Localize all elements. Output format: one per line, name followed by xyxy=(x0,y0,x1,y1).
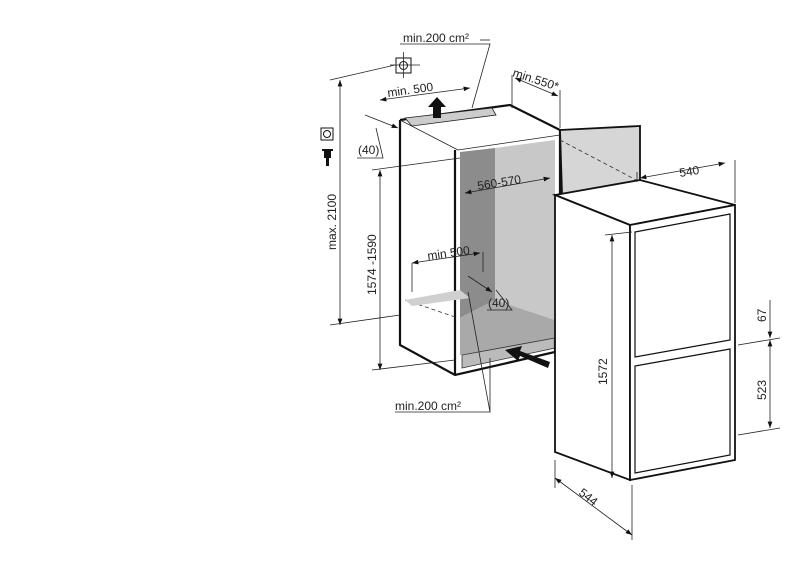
label-height-1572: 1572 xyxy=(596,358,610,385)
niche-back-light xyxy=(495,140,555,320)
upper-door xyxy=(634,213,731,358)
vent-grille-top xyxy=(404,107,497,127)
label-dim-523: 523 xyxy=(755,380,769,400)
label-min-500-bottom: min 500 xyxy=(426,243,471,263)
lower-door xyxy=(634,348,731,474)
label-vent-top: min.200 cm² xyxy=(403,31,469,45)
label-gap-40-top: (40) xyxy=(358,143,379,157)
socket-icon xyxy=(320,127,334,141)
label-depth-544: 544 xyxy=(576,485,601,509)
label-niche-depth: 560-570 xyxy=(476,172,522,193)
label-vent-bottom: min.200 cm² xyxy=(395,399,461,413)
label-gap-40-bottom: (40) xyxy=(488,296,509,310)
niche-floor xyxy=(460,300,555,355)
niche-back-dark xyxy=(460,148,495,318)
floor-vent xyxy=(405,290,470,306)
refrigerator xyxy=(551,179,736,482)
label-niche-height: 1574 -1590 xyxy=(365,234,379,295)
niche xyxy=(398,103,562,377)
dimension-lines xyxy=(329,39,781,540)
water-connection-icon xyxy=(390,52,420,78)
airflow-up-arrow-icon xyxy=(428,97,446,118)
label-max-2100: max. 2100 xyxy=(325,194,339,250)
label-min-550: min.550* xyxy=(511,66,561,94)
label-width-540: 540 xyxy=(678,163,700,180)
label-dim-67: 67 xyxy=(755,308,769,322)
airflow-in-arrow-icon xyxy=(505,346,550,368)
label-min-500-top: min. 500 xyxy=(386,80,434,100)
plug-icon xyxy=(322,149,333,166)
